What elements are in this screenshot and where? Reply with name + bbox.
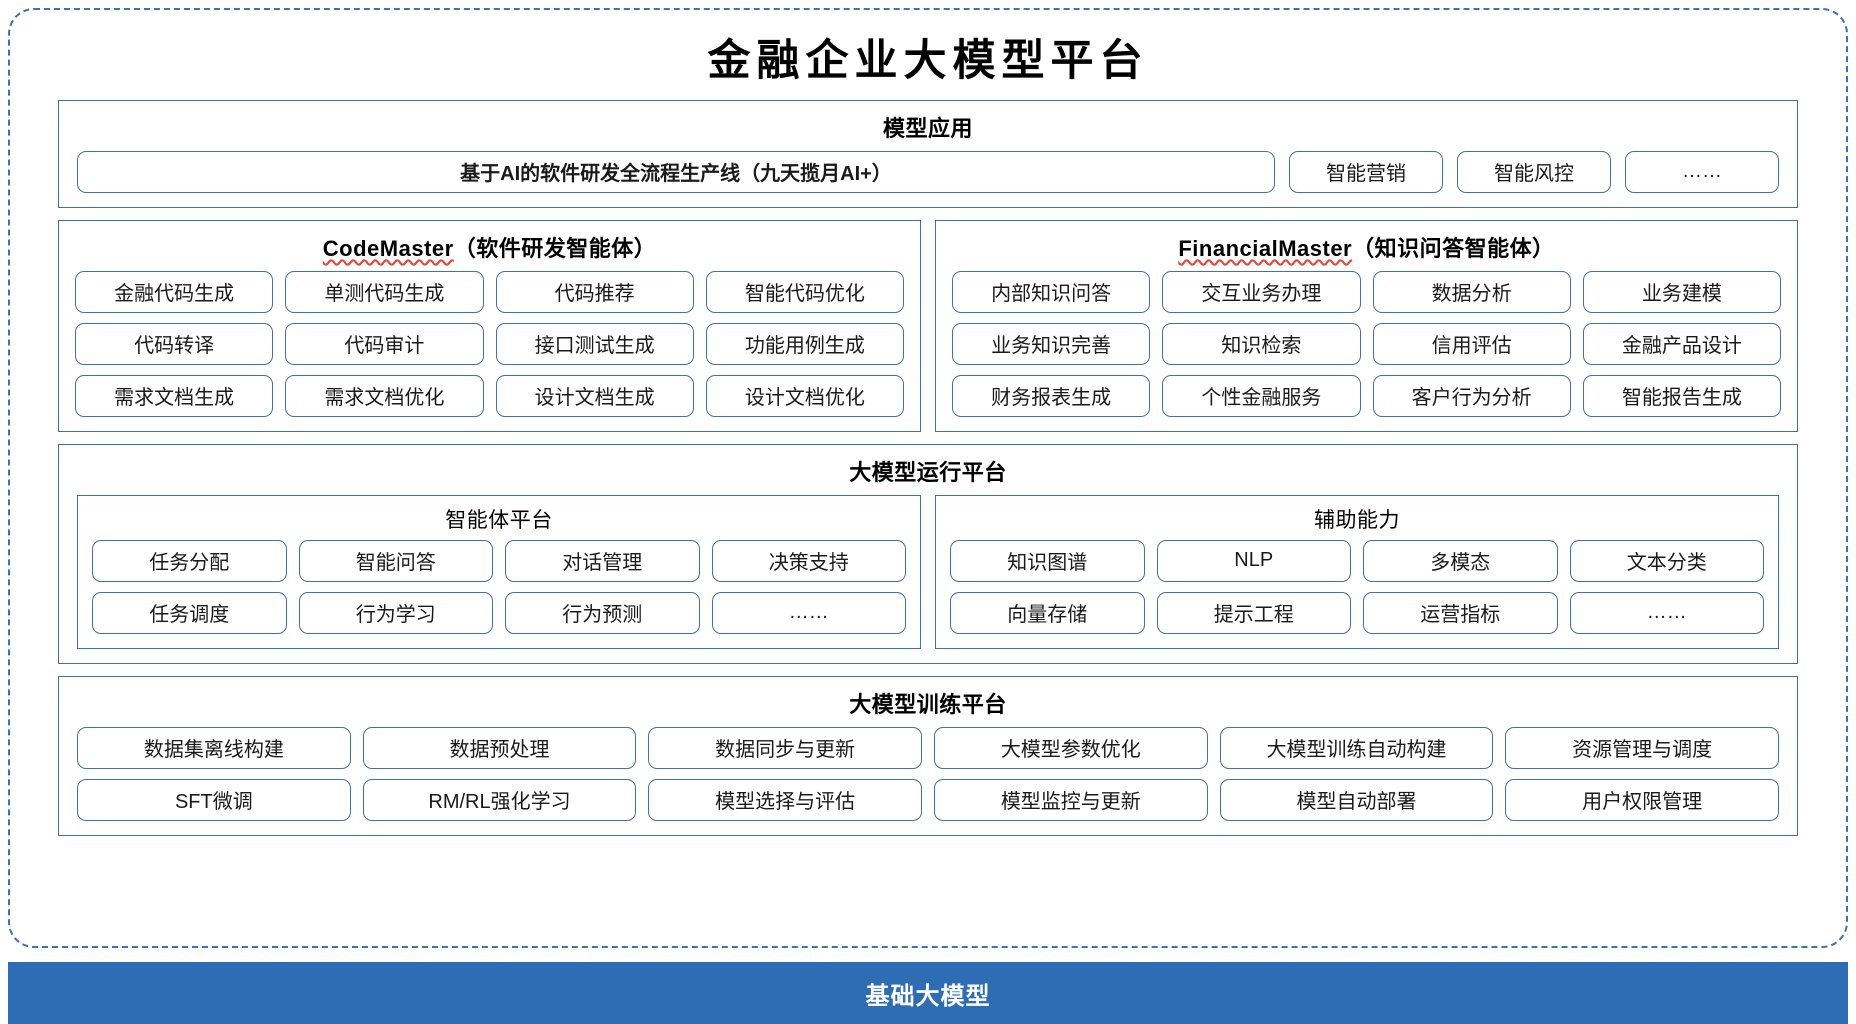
training-platform-panel: 大模型训练平台 数据集离线构建 数据预处理 数据同步与更新 大模型参数优化 大模…	[58, 675, 1798, 836]
training-item[interactable]: 大模型参数优化	[933, 726, 1208, 769]
training-item[interactable]: 模型自动部署	[1219, 778, 1494, 821]
agent-financialmaster-items: 内部知识问答 交互业务办理 数据分析 业务建模 业务知识完善 知识检索 信用评估…	[936, 270, 1797, 417]
training-item[interactable]: 大模型训练自动构建	[1219, 726, 1494, 769]
agent-item[interactable]: 业务知识完善	[952, 322, 1151, 365]
auxiliary-item[interactable]: 向量存储	[950, 591, 1145, 634]
agent-codemaster-name-cn: （软件研发智能体）	[453, 235, 657, 261]
agent-item[interactable]: 财务报表生成	[952, 374, 1151, 417]
runtime-item-more[interactable]: ……	[711, 591, 906, 634]
runtime-item[interactable]: 对话管理	[505, 539, 700, 582]
training-item[interactable]: 用户权限管理	[1505, 778, 1779, 821]
agent-item[interactable]: 信用评估	[1372, 322, 1571, 365]
agent-item[interactable]: 单测代码生成	[285, 270, 484, 313]
auxiliary-item[interactable]: 多模态	[1363, 539, 1558, 582]
runtime-subpanel-agent-platform: 智能体平台 任务分配 智能问答 对话管理 决策支持 任务调度 行为学习 行为预测…	[77, 494, 921, 649]
agent-item[interactable]: 金融代码生成	[75, 270, 274, 313]
agent-item[interactable]: 数据分析	[1372, 270, 1571, 313]
agent-item[interactable]: 接口测试生成	[495, 322, 694, 365]
training-item[interactable]: 数据预处理	[362, 726, 637, 769]
application-layer-heading: 模型应用	[882, 115, 973, 141]
agent-item[interactable]: 个性金融服务	[1162, 374, 1361, 417]
runtime-platform-panel: 大模型运行平台 智能体平台 任务分配 智能问答 对话管理 决策支持 任务调度 行…	[58, 443, 1798, 664]
agent-item[interactable]: 需求文档生成	[75, 374, 274, 417]
training-platform-heading: 大模型训练平台	[849, 691, 1007, 717]
diagram-outer-frame: 金融企业大模型平台 模型应用 基于AI的软件研发全流程生产线（九天揽月AI+） …	[8, 8, 1848, 948]
base-model-bar: 基础大模型	[8, 962, 1848, 1024]
runtime-item[interactable]: 智能问答	[298, 539, 493, 582]
runtime-item[interactable]: 决策支持	[711, 539, 906, 582]
agent-financialmaster-name-cn: （知识问答智能体）	[1352, 235, 1555, 261]
agent-item[interactable]: 交互业务办理	[1162, 270, 1361, 313]
page-title: 金融企业大模型平台	[707, 36, 1149, 86]
agent-item[interactable]: 设计文档生成	[495, 374, 694, 417]
training-item[interactable]: SFT微调	[77, 778, 351, 821]
agent-item[interactable]: 功能用例生成	[705, 322, 904, 365]
agent-item[interactable]: 设计文档优化	[705, 374, 904, 417]
agent-codemaster-name-en: CodeMaster	[322, 235, 454, 261]
agent-item[interactable]: 代码推荐	[495, 270, 694, 313]
agent-item[interactable]: 代码审计	[285, 322, 484, 365]
runtime-item[interactable]: 任务分配	[92, 539, 287, 582]
agent-item[interactable]: 内部知识问答	[952, 270, 1151, 313]
agent-financialmaster-name-en: FinancialMaster	[1178, 235, 1353, 261]
auxiliary-item[interactable]: 运营指标	[1363, 591, 1558, 634]
auxiliary-item[interactable]: 知识图谱	[950, 539, 1145, 582]
runtime-item[interactable]: 行为预测	[505, 591, 700, 634]
runtime-subpanel-agent-platform-items: 任务分配 智能问答 对话管理 决策支持 任务调度 行为学习 行为预测 ……	[78, 539, 920, 634]
agent-item[interactable]: 智能代码优化	[705, 270, 904, 313]
agent-panel-financialmaster: FinancialMaster（知识问答智能体） 内部知识问答 交互业务办理 数…	[935, 219, 1798, 432]
agent-panel-codemaster: CodeMaster（软件研发智能体） 金融代码生成 单测代码生成 代码推荐 智…	[58, 219, 921, 432]
training-item[interactable]: 资源管理与调度	[1505, 726, 1779, 769]
runtime-item[interactable]: 行为学习	[298, 591, 493, 634]
training-item[interactable]: 数据集离线构建	[77, 726, 351, 769]
training-item[interactable]: 模型选择与评估	[648, 778, 922, 821]
agent-item[interactable]: 业务建模	[1582, 270, 1781, 313]
agent-item[interactable]: 代码转译	[75, 322, 274, 365]
auxiliary-item-more[interactable]: ……	[1569, 591, 1764, 634]
auxiliary-item[interactable]: 提示工程	[1156, 591, 1351, 634]
agent-codemaster-items: 金融代码生成 单测代码生成 代码推荐 智能代码优化 代码转译 代码审计 接口测试…	[59, 270, 920, 417]
application-item-more[interactable]: ……	[1625, 150, 1779, 193]
runtime-item[interactable]: 任务调度	[92, 591, 287, 634]
runtime-subpanel-auxiliary: 辅助能力 知识图谱 NLP 多模态 文本分类 向量存储 提示工程 运营指标 ……	[935, 494, 1779, 649]
application-layer-panel: 模型应用 基于AI的软件研发全流程生产线（九天揽月AI+） 智能营销 智能风控 …	[58, 99, 1798, 208]
application-primary-item[interactable]: 基于AI的软件研发全流程生产线（九天揽月AI+）	[77, 150, 1275, 193]
auxiliary-item[interactable]: NLP	[1156, 539, 1351, 582]
agent-financialmaster-heading: FinancialMaster（知识问答智能体）	[936, 221, 1797, 271]
agent-item[interactable]: 客户行为分析	[1372, 374, 1571, 417]
agent-item[interactable]: 智能报告生成	[1582, 374, 1781, 417]
auxiliary-item[interactable]: 文本分类	[1569, 539, 1764, 582]
agents-row: CodeMaster（软件研发智能体） 金融代码生成 单测代码生成 代码推荐 智…	[58, 219, 1798, 432]
runtime-subpanels-row: 智能体平台 任务分配 智能问答 对话管理 决策支持 任务调度 行为学习 行为预测…	[59, 494, 1797, 649]
agent-codemaster-heading: CodeMaster（软件研发智能体）	[59, 221, 920, 271]
application-item-risk-control[interactable]: 智能风控	[1457, 150, 1611, 193]
runtime-platform-heading: 大模型运行平台	[849, 459, 1007, 485]
training-platform-items: 数据集离线构建 数据预处理 数据同步与更新 大模型参数优化 大模型训练自动构建 …	[59, 726, 1797, 821]
training-item[interactable]: RM/RL强化学习	[362, 778, 637, 821]
runtime-subpanel-auxiliary-heading: 辅助能力	[1314, 508, 1400, 532]
training-item[interactable]: 数据同步与更新	[648, 726, 922, 769]
training-item[interactable]: 模型监控与更新	[933, 778, 1208, 821]
agent-item[interactable]: 金融产品设计	[1582, 322, 1781, 365]
application-items-row: 基于AI的软件研发全流程生产线（九天揽月AI+） 智能营销 智能风控 ……	[59, 150, 1797, 193]
runtime-subpanel-agent-platform-heading: 智能体平台	[445, 508, 553, 532]
agent-item[interactable]: 知识检索	[1162, 322, 1361, 365]
application-item-marketing[interactable]: 智能营销	[1289, 150, 1443, 193]
runtime-subpanel-auxiliary-items: 知识图谱 NLP 多模态 文本分类 向量存储 提示工程 运营指标 ……	[936, 539, 1778, 634]
agent-item[interactable]: 需求文档优化	[285, 374, 484, 417]
